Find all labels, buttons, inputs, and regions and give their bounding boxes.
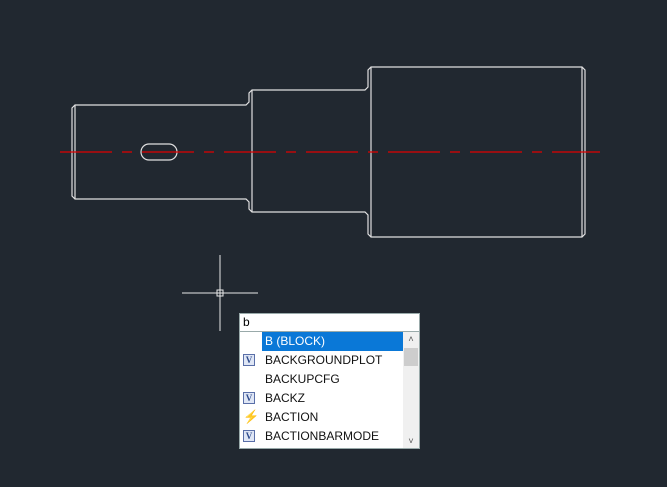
lightning-icon: ⚡ <box>243 409 260 424</box>
suggestion-label: BACKZ <box>265 391 306 405</box>
suggestion-backgroundplot[interactable]: V BACKGROUNDPLOT <box>240 351 403 370</box>
suggestion-label: BACKGROUNDPLOT <box>265 353 383 367</box>
autocomplete-list[interactable]: B (BLOCK) V BACKGROUNDPLOT BACKUPCFG V BAC… <box>239 332 420 449</box>
suggestion-backupcfg[interactable]: BACKUPCFG <box>240 370 403 389</box>
suggestion-label: BACTION <box>265 410 319 424</box>
suggestion-backz[interactable]: V BACKZ <box>240 389 403 408</box>
suggestion-label: BACTIONBARMODE <box>265 429 380 443</box>
scrollbar[interactable]: ˄ ˅ <box>403 332 419 448</box>
suggestion-bactionbarmode[interactable]: V BACTIONBARMODE <box>240 427 403 446</box>
suggestion-label: BACKUPCFG <box>265 372 340 386</box>
system-variable-icon: V <box>243 430 255 442</box>
crosshair-cursor <box>182 255 258 331</box>
suggestion-label: B (BLOCK) <box>262 332 406 351</box>
suggestion-block[interactable]: B (BLOCK) <box>240 332 406 351</box>
system-variable-icon: V <box>243 354 255 366</box>
command-input[interactable]: b <box>239 313 420 332</box>
scrollbar-thumb[interactable] <box>404 348 418 366</box>
scroll-up-icon[interactable]: ˄ <box>408 334 414 344</box>
system-variable-icon: V <box>243 392 255 404</box>
suggestion-baction[interactable]: ⚡ BACTION <box>240 408 403 427</box>
scroll-down-icon[interactable]: ˅ <box>408 436 414 446</box>
